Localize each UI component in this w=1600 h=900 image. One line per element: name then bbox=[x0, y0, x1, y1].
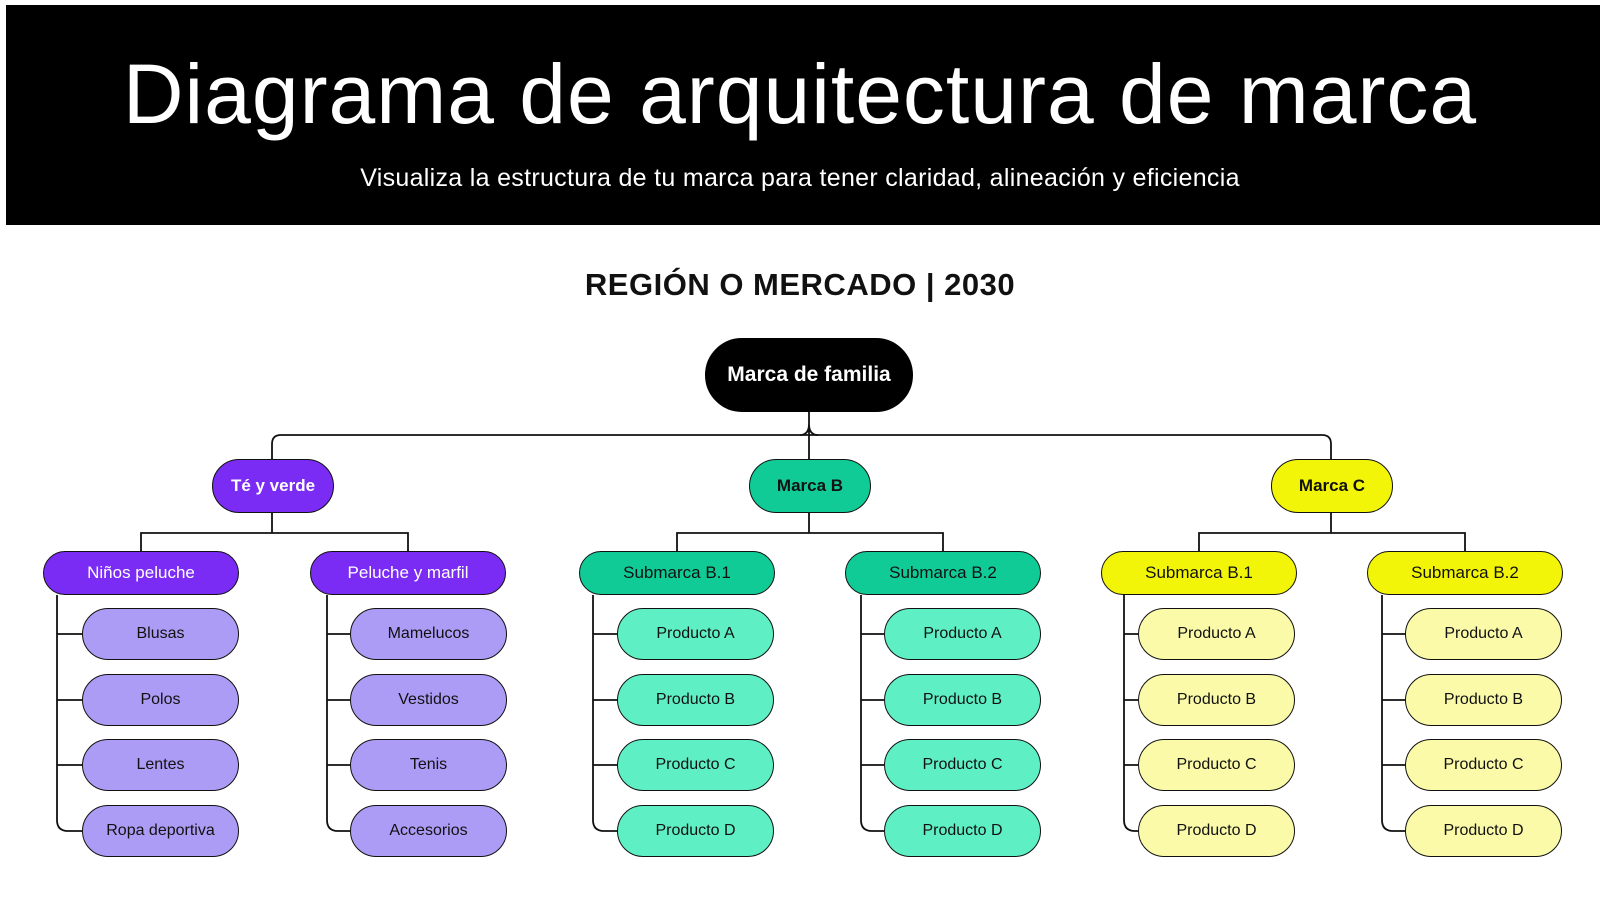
page-subtitle: Visualiza la estructura de tu marca para… bbox=[360, 164, 1240, 192]
connector-brand-3 bbox=[1198, 513, 1466, 551]
node-product: Producto C bbox=[884, 739, 1041, 791]
node-product: Producto C bbox=[1138, 739, 1295, 791]
node-product: Producto A bbox=[1405, 608, 1562, 660]
node-product: Tenis bbox=[350, 739, 507, 791]
header-banner bbox=[6, 5, 1600, 225]
node-product: Producto B bbox=[1138, 674, 1295, 726]
connector-leaf-ticks bbox=[57, 633, 1405, 766]
node-subbrand: Submarca B.2 bbox=[845, 551, 1041, 595]
node-product: Ropa deportiva bbox=[82, 805, 239, 857]
node-product: Producto D bbox=[1138, 805, 1295, 857]
connector-spine-5 bbox=[1123, 595, 1138, 832]
region-heading: REGIÓN O MERCADO | 2030 bbox=[584, 267, 1016, 302]
connector-spine-3 bbox=[592, 595, 617, 832]
node-brand: Marca C bbox=[1271, 459, 1393, 513]
node-brand: Té y verde bbox=[212, 459, 334, 513]
node-subbrand: Peluche y marfil bbox=[310, 551, 506, 595]
connector-spine-6 bbox=[1381, 595, 1405, 832]
node-brand: Marca B bbox=[749, 459, 871, 513]
node-product: Vestidos bbox=[350, 674, 507, 726]
connector-spine-1 bbox=[56, 595, 82, 832]
node-subbrand: Submarca B.1 bbox=[1101, 551, 1297, 595]
node-product: Producto B bbox=[617, 674, 774, 726]
node-product: Producto D bbox=[1405, 805, 1562, 857]
node-subbrand: Submarca B.2 bbox=[1367, 551, 1563, 595]
node-product: Producto A bbox=[884, 608, 1041, 660]
node-product: Producto D bbox=[617, 805, 774, 857]
page-title: Diagrama de arquitectura de marca bbox=[122, 47, 1478, 141]
node-product: Producto B bbox=[884, 674, 1041, 726]
node-subbrand: Niños peluche bbox=[43, 551, 239, 595]
connector-spine-2 bbox=[326, 595, 350, 832]
node-product: Producto C bbox=[617, 739, 774, 791]
connector-brand-1 bbox=[140, 513, 409, 551]
node-subbrand: Submarca B.1 bbox=[579, 551, 775, 595]
node-root: Marca de familia bbox=[705, 338, 913, 412]
connector-root-drop bbox=[799, 423, 819, 459]
node-product: Producto D bbox=[884, 805, 1041, 857]
node-product: Producto A bbox=[617, 608, 774, 660]
node-product: Mamelucos bbox=[350, 608, 507, 660]
node-product: Blusas bbox=[82, 608, 239, 660]
node-product: Producto A bbox=[1138, 608, 1295, 660]
node-product: Producto B bbox=[1405, 674, 1562, 726]
node-product: Producto C bbox=[1405, 739, 1562, 791]
connector-brand-2 bbox=[676, 513, 944, 551]
node-product: Accesorios bbox=[350, 805, 507, 857]
node-product: Polos bbox=[82, 674, 239, 726]
node-product: Lentes bbox=[82, 739, 239, 791]
connector-root-bus bbox=[271, 434, 1332, 459]
connector-spine-4 bbox=[860, 595, 884, 832]
